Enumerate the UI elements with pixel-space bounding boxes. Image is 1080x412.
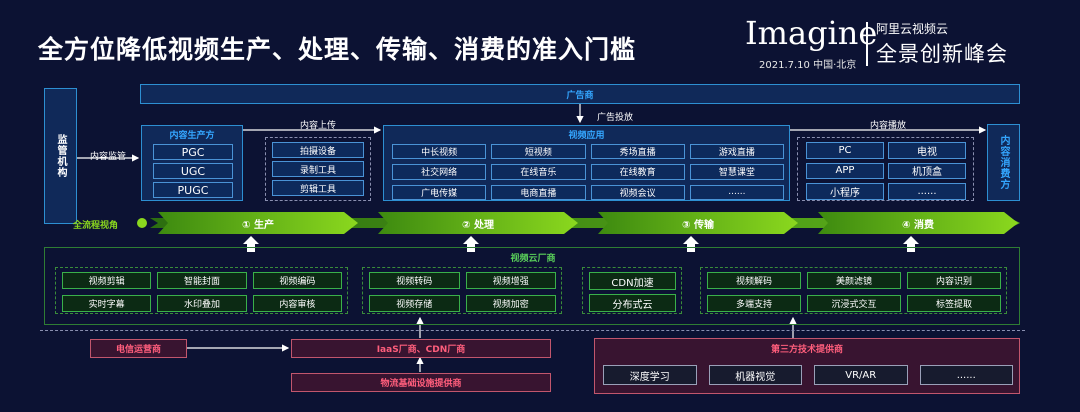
- stage-consume: ④ 消费: [818, 212, 1018, 234]
- term-grid-item: ......: [888, 183, 966, 200]
- producer-box: 内容生产方 PGC UGC PUGC: [141, 125, 243, 201]
- tools-box: 拍摄设备 录制工具 剪辑工具: [265, 137, 371, 201]
- cloud-produce-item: 实时字幕: [62, 295, 152, 312]
- cloud-process-item: 视频增强: [465, 272, 556, 289]
- video-cloud-label: 视频云厂商: [510, 254, 556, 264]
- regulator-label: 监管机构: [55, 134, 66, 178]
- advertiser-banner: 广告商: [140, 84, 1020, 104]
- regulator-box: 监管机构: [44, 88, 77, 224]
- apps-grid-item: 智慧课堂: [689, 164, 784, 180]
- tool-item: 录制工具: [272, 161, 364, 177]
- third-grid-item: VR/AR: [814, 365, 908, 385]
- stage-transfer: ③ 传输: [598, 212, 798, 234]
- telecom-box: 电信运营商: [90, 339, 187, 358]
- apps-grid-item: ......: [689, 184, 784, 200]
- cloud-produce-item: 智能封面: [157, 272, 247, 289]
- third-grid-item: 机器视觉: [708, 365, 802, 385]
- advertiser-label: 广告商: [566, 90, 594, 101]
- cloud-transfer-item: CDN加速: [589, 272, 676, 290]
- apps-grid-item: 电商直播: [491, 184, 586, 200]
- stage-produce: ① 生产: [158, 212, 358, 234]
- video-cloud-box: 视频云厂商: [44, 247, 1020, 325]
- apps-grid-item: 在线教育: [590, 164, 685, 180]
- pipeline-label: 全流程视角: [73, 221, 119, 231]
- cloud-transfer-box: CDN加速分布式云: [582, 267, 682, 314]
- third-grid-item: 深度学习: [603, 365, 697, 385]
- brand-divider: [866, 22, 868, 66]
- cloud-process-item: 视频存储: [369, 295, 460, 312]
- flow-ad: 广告投放: [597, 113, 634, 123]
- term-grid-item: APP: [806, 162, 884, 180]
- apps-grid-item: 游戏直播: [689, 144, 784, 160]
- flow-play: 内容播放: [870, 121, 907, 131]
- cloud-consume-item: 视频解码: [707, 272, 801, 289]
- video-apps-grid: 中长视频短视频秀场直播游戏直播社交网络在线音乐在线教育智慧课堂广电传媒电商直播视…: [392, 144, 784, 200]
- flow-regulate: 内容监管: [90, 152, 127, 162]
- term-grid-item: 电视: [888, 142, 966, 159]
- pipeline-track: [150, 218, 1020, 228]
- video-apps-box: 视频应用 中长视频短视频秀场直播游戏直播社交网络在线音乐在线教育智慧课堂广电传媒…: [383, 125, 790, 201]
- cloud-produce-item: 内容审核: [252, 295, 342, 312]
- apps-grid-item: 秀场直播: [590, 144, 685, 160]
- tool-item: 拍摄设备: [272, 142, 364, 158]
- term-grid-item: PC: [806, 142, 884, 159]
- brand-date: 2021.7.10 中国·北京: [759, 60, 857, 71]
- telecom-label: 电信运营商: [115, 345, 161, 355]
- consumer-box: 内容消费方: [987, 124, 1020, 201]
- third-grid-item: ......: [919, 365, 1013, 385]
- cloud-transfer-grid: CDN加速分布式云: [589, 272, 676, 312]
- cloud-consume-item: 美颜滤镜: [807, 272, 901, 289]
- producer-item: UGC: [153, 163, 233, 179]
- iaas-box: IaaS厂商、CDN厂商: [291, 339, 551, 358]
- flow-upload: 内容上传: [300, 121, 337, 131]
- cloud-consume-item: 标签提取: [907, 295, 1001, 312]
- cloud-process-grid: 视频转码视频增强视频存储视频加密: [369, 272, 556, 312]
- cloud-process-item: 视频加密: [465, 295, 556, 312]
- iaas-label: IaaS厂商、CDN厂商: [376, 345, 466, 355]
- producer-label: 内容生产方: [169, 131, 215, 141]
- cloud-consume-box: 视频解码美颜滤镜内容识别多端支持沉浸式交互标签提取: [700, 267, 1007, 314]
- producer-item: PGC: [153, 144, 233, 160]
- cloud-process-item: 视频转码: [369, 272, 460, 289]
- stage-process: ② 处理: [378, 212, 578, 234]
- brand-org: 阿里云视频云: [876, 22, 949, 36]
- page-title: 全方位降低视频生产、处理、传输、消费的准入门槛: [38, 35, 637, 64]
- tool-item: 剪辑工具: [272, 180, 364, 196]
- cloud-consume-grid: 视频解码美颜滤镜内容识别多端支持沉浸式交互标签提取: [707, 272, 1001, 312]
- cloud-produce-item: 视频剪辑: [62, 272, 152, 289]
- cloud-produce-item: 水印叠加: [157, 295, 247, 312]
- apps-grid-item: 在线音乐: [491, 164, 586, 180]
- term-grid-item: 机顶盒: [888, 162, 966, 180]
- cloud-consume-item: 内容识别: [907, 272, 1001, 289]
- infra-box: 物流基础设施提供商: [291, 373, 551, 392]
- producer-item: PUGC: [153, 182, 233, 198]
- cloud-produce-grid: 视频剪辑智能封面视频编码实时字幕水印叠加内容审核: [62, 272, 342, 312]
- video-apps-label: 视频应用: [568, 131, 605, 141]
- brand-name: Imagine: [745, 14, 878, 52]
- consumer-label: 内容消费方: [998, 135, 1009, 190]
- cloud-transfer-item: 分布式云: [589, 294, 676, 312]
- apps-grid-item: 视频会议: [590, 184, 685, 200]
- term-grid-item: 小程序: [806, 183, 884, 200]
- cloud-process-box: 视频转码视频增强视频存储视频加密: [362, 267, 562, 314]
- apps-grid-item: 社交网络: [392, 164, 487, 180]
- third-party-grid: 深度学习机器视觉 VR/AR......: [603, 365, 1013, 385]
- apps-grid-item: 中长视频: [392, 144, 487, 160]
- brand-logo: Imagine 2021.7.10 中国·北京 阿里云视频云 全景创新峰会: [745, 14, 1045, 71]
- third-party-label: 第三方技术提供商: [770, 345, 843, 355]
- cloud-produce-item: 视频编码: [252, 272, 342, 289]
- cloud-produce-box: 视频剪辑智能封面视频编码实时字幕水印叠加内容审核: [55, 267, 348, 314]
- apps-grid-item: 广电传媒: [392, 184, 487, 200]
- infra-label: 物流基础设施提供商: [380, 379, 462, 389]
- brand-event: 全景创新峰会: [876, 42, 1008, 66]
- cloud-consume-item: 沉浸式交互: [807, 295, 901, 312]
- cloud-consume-item: 多端支持: [707, 295, 801, 312]
- third-party-box: 第三方技术提供商 深度学习机器视觉 VR/AR......: [594, 338, 1020, 394]
- apps-grid-item: 短视频: [491, 144, 586, 160]
- divider: [40, 330, 1025, 331]
